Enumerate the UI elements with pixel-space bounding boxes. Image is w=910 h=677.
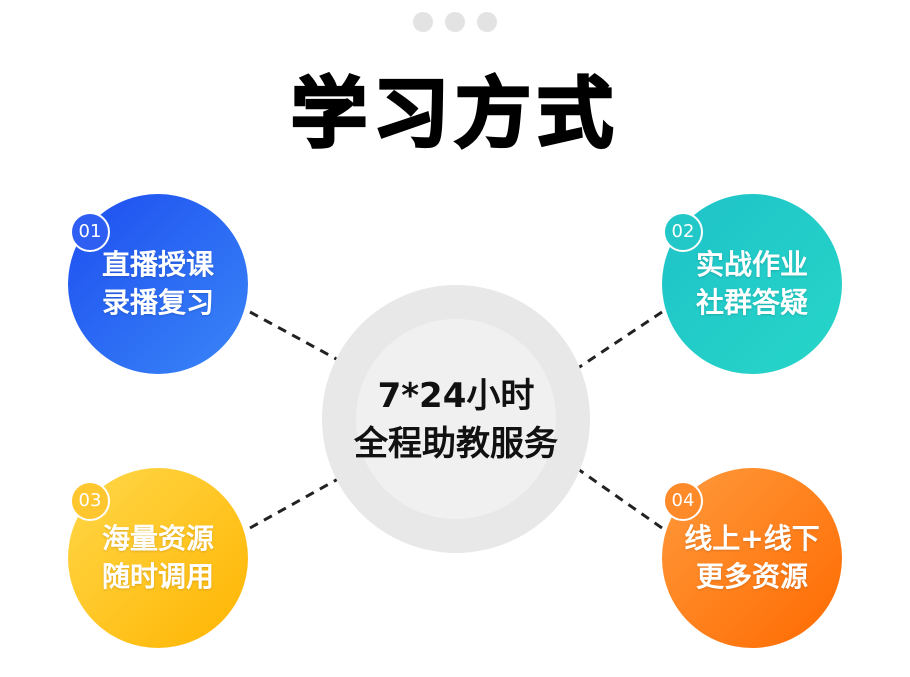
node-04-line-2: 更多资源 [695,560,808,593]
center-line-1: 7*24小时 [377,376,535,416]
node-02-line-1: 实战作业 [695,248,808,281]
node-02-number-badge: 02 [663,212,703,252]
node-04-number-badge: 04 [663,481,703,521]
node-01-line-1: 直播授课 [101,248,214,281]
pagination-dot [477,12,497,32]
node-03-line-2: 随时调用 [101,560,214,593]
node-03-number-badge: 03 [70,481,110,521]
node-04-line-1: 线上+线下 [684,522,820,555]
node-03-line-1: 海量资源 [101,522,214,555]
center-line-2: 全程助教服务 [354,424,558,464]
pagination-dots [413,12,497,32]
center-hub-inner-circle [356,319,556,519]
node-02-line-2: 社群答疑 [695,286,808,319]
pagination-dot [445,12,465,32]
pagination-dot [413,12,433,32]
node-01-number-badge: 01 [70,212,110,252]
connector-line-04 [564,458,663,530]
center-hub-text: 7*24小时 全程助教服务 [300,372,612,468]
page-title: 学习方式 [290,68,619,160]
node-01-line-2: 录播复习 [101,286,214,319]
